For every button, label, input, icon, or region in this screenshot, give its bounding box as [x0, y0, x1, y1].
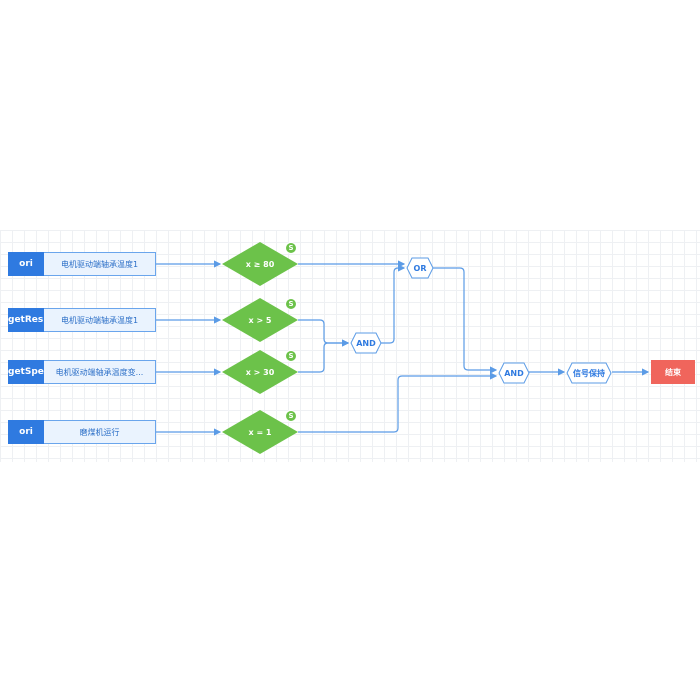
condition-node-3[interactable]: x > 30 — [222, 350, 298, 394]
diagram-canvas: ori 电机驱动端轴承温度1 getResis 电机驱动端轴承温度1 getSp… — [0, 230, 700, 462]
source-node-3[interactable]: getSpeed 电机驱动端轴承温度变... — [8, 360, 156, 384]
source-label: 磨煤机运行 — [44, 420, 156, 444]
wire-cond3-and1 — [298, 339, 350, 373]
and-gate-2[interactable]: AND — [498, 362, 530, 384]
s-badge-icon: S — [285, 410, 297, 422]
source-label: 电机驱动端轴承温度1 — [44, 308, 156, 332]
source-tag: getResis — [8, 308, 44, 332]
condition-text: x ≥ 80 — [245, 259, 275, 269]
condition-text: x > 30 — [245, 367, 275, 377]
source-tag: ori — [8, 420, 44, 444]
source-label: 电机驱动端轴承温度1 — [44, 252, 156, 276]
or-gate[interactable]: OR — [406, 257, 434, 279]
gate-label: AND — [504, 368, 524, 378]
wire-cond4-and2 — [298, 372, 498, 433]
connectors — [156, 260, 650, 436]
s-badge-icon: S — [285, 350, 297, 362]
signal-hold-node[interactable]: 信号保持 — [566, 362, 612, 384]
source-node-4[interactable]: ori 磨煤机运行 — [8, 420, 156, 444]
gate-label: AND — [356, 338, 376, 348]
source-node-2[interactable]: getResis 电机驱动端轴承温度1 — [8, 308, 156, 332]
condition-node-2[interactable]: x > 5 — [222, 298, 298, 342]
gate-label: 信号保持 — [573, 368, 605, 378]
source-label: 电机驱动端轴承温度变... — [44, 360, 156, 384]
condition-text: x = 1 — [248, 427, 272, 437]
source-tag: getSpeed — [8, 360, 44, 384]
wire-or-and2 — [432, 267, 498, 374]
wire-and1-or — [380, 264, 406, 344]
s-badge-icon: S — [285, 242, 297, 254]
condition-node-4[interactable]: x = 1 — [222, 410, 298, 454]
s-badge-icon: S — [285, 298, 297, 310]
condition-text: x > 5 — [248, 315, 272, 325]
end-node[interactable]: 结束 — [651, 360, 695, 384]
source-tag: ori — [8, 252, 44, 276]
condition-node-1[interactable]: x ≥ 80 — [222, 242, 298, 286]
source-node-1[interactable]: ori 电机驱动端轴承温度1 — [8, 252, 156, 276]
and-gate-1[interactable]: AND — [350, 332, 382, 354]
gate-label: OR — [413, 263, 427, 273]
wire-cond2-and1 — [298, 319, 350, 347]
